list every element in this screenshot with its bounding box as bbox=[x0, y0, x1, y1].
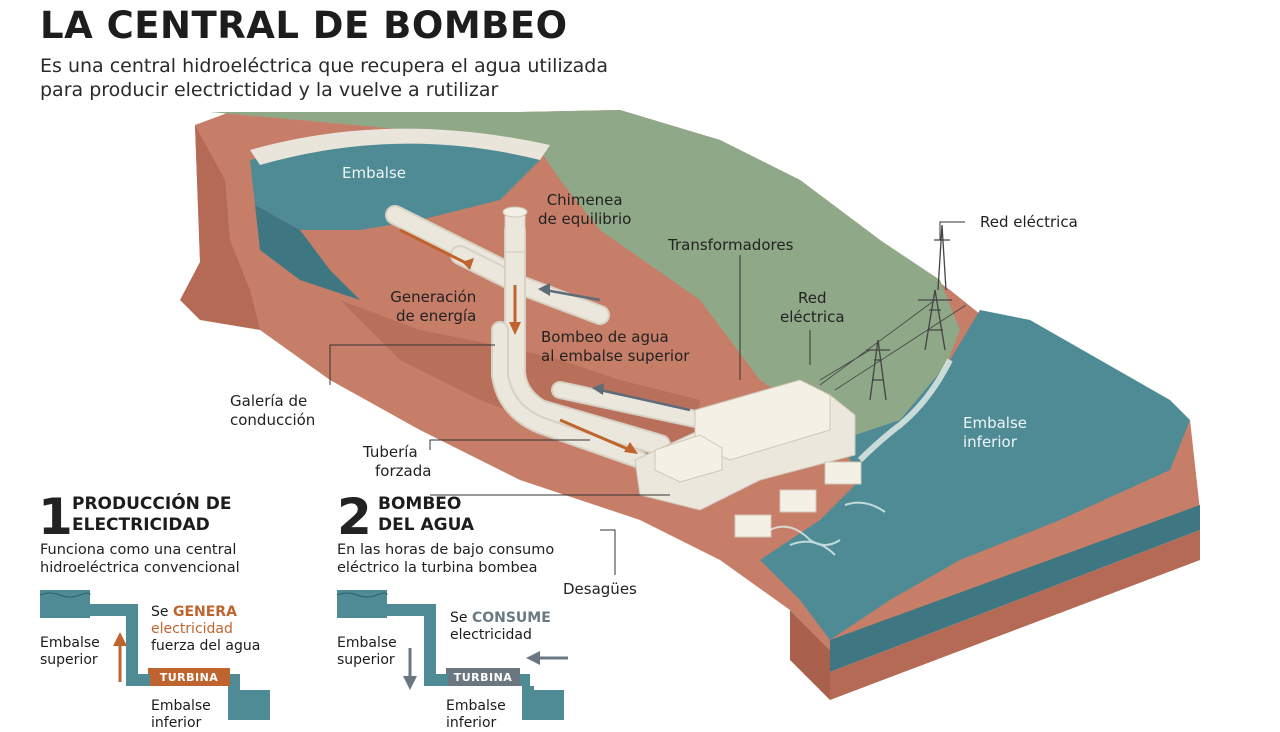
section-2-keyword: CONSUME bbox=[471, 610, 551, 626]
pumping-flow-arrow bbox=[538, 283, 691, 412]
label-tuberia-line-1: Tubería bbox=[363, 443, 418, 461]
section-2-se: Se bbox=[450, 610, 468, 626]
label-red-electrica: Red eléctrica bbox=[780, 289, 845, 327]
subtitle-line-2: para producir electrictidad y la vuelve … bbox=[40, 79, 499, 101]
label-embalse: Embalse bbox=[342, 164, 407, 182]
section-1-description: Funciona como una central hidroeléctrica… bbox=[40, 541, 240, 577]
section-2-title: BOMBEO DEL AGUA bbox=[378, 494, 474, 536]
section-2-lower-line-1: Embalse bbox=[446, 698, 506, 714]
section-1-desc-line-1: Funciona como una central bbox=[40, 542, 237, 558]
penstock-pipes bbox=[385, 205, 709, 469]
label-generacion-line-2: de energía bbox=[396, 307, 477, 325]
section-2-upper-line-2: superior bbox=[337, 652, 395, 668]
label-red-line-2: eléctrica bbox=[780, 308, 845, 326]
section-2-title-line-1: BOMBEO bbox=[378, 494, 462, 514]
section-1-lower-line-2: inferior bbox=[151, 715, 202, 731]
upper-reservoir bbox=[250, 132, 540, 230]
surge-chimney bbox=[502, 206, 528, 253]
label-bombeo-line-1: Bombeo de agua bbox=[541, 328, 669, 346]
section-1-effect-line-2: fuerza del agua bbox=[151, 638, 261, 654]
power-plant-building bbox=[634, 379, 862, 538]
schematic-generation bbox=[39, 590, 270, 720]
label-embalse-inferior-line-1: Embalse bbox=[963, 414, 1028, 432]
label-bombeo: Bombeo de agua al embalse superior bbox=[541, 328, 689, 366]
section-1-desc-line-2: hidroeléctrica convencional bbox=[40, 560, 240, 576]
section-2-upper-label: Embalse superior bbox=[337, 635, 397, 669]
section-1-effect: Se GENERA electricidad fuerza del agua bbox=[151, 604, 260, 655]
transmission-towers bbox=[819, 224, 967, 401]
page-subtitle: Es una central hidroeléctrica que recupe… bbox=[40, 54, 608, 102]
section-1-title: PRODUCCIÓN DE ELECTRICIDAD bbox=[72, 494, 232, 536]
section-2-title-line-2: DEL AGUA bbox=[378, 515, 475, 535]
label-chimenea-line-1: Chimenea bbox=[546, 191, 623, 209]
section-2-turbine-label: TURBINA bbox=[453, 671, 513, 684]
section-1-effect-line-1: electricidad bbox=[151, 621, 233, 637]
label-bombeo-line-2: al embalse superior bbox=[541, 347, 690, 365]
section-2-lower-label: Embalse inferior bbox=[446, 698, 506, 732]
label-desagues: Desagües bbox=[563, 580, 637, 598]
label-embalse-inferior-line-2: inferior bbox=[963, 433, 1017, 451]
section-1-lower-label: Embalse inferior bbox=[151, 698, 211, 732]
label-generacion: Generación de energía bbox=[388, 288, 476, 326]
section-2-description: En las horas de bajo consumo eléctrico l… bbox=[337, 541, 554, 577]
label-galeria-line-1: Galería de bbox=[230, 392, 308, 410]
section-1-title-line-2: ELECTRICIDAD bbox=[72, 515, 210, 535]
section-1-turbine-label: TURBINA bbox=[159, 671, 219, 684]
section-1-keyword: GENERA bbox=[172, 604, 237, 620]
label-transformadores: Transformadores bbox=[668, 236, 794, 254]
label-chimenea: Chimenea de equilibrio bbox=[538, 191, 631, 229]
section-2-number: 2 bbox=[337, 488, 372, 546]
section-1-upper-label: Embalse superior bbox=[40, 635, 100, 669]
label-galeria-line-2: conducción bbox=[230, 411, 316, 429]
section-2-effect: Se CONSUME electricidad bbox=[450, 610, 551, 644]
section-2-desc-line-1: En las horas de bajo consumo bbox=[337, 542, 555, 558]
page-title: LA CENTRAL DE BOMBEO bbox=[40, 4, 568, 47]
section-1-title-line-1: PRODUCCIÓN DE bbox=[72, 494, 232, 514]
subtitle-line-1: Es una central hidroeléctrica que recupe… bbox=[40, 55, 609, 77]
lower-reservoir bbox=[760, 310, 1190, 640]
green-hillside bbox=[210, 110, 960, 450]
schematic-pumping bbox=[336, 590, 568, 720]
section-2-upper-line-1: Embalse bbox=[337, 635, 397, 651]
section-1-upper-line-2: superior bbox=[40, 652, 98, 668]
label-tuberia-line-2: forzada bbox=[375, 462, 432, 480]
label-generacion-line-1: Generación bbox=[390, 288, 477, 306]
section-1-upper-line-1: Embalse bbox=[40, 635, 100, 651]
label-embalse-inferior: Embalse inferior bbox=[963, 414, 1027, 452]
label-chimenea-line-2: de equilibrio bbox=[538, 210, 632, 228]
section-2-effect-line-1: electricidad bbox=[450, 627, 532, 643]
generation-flow-arrow bbox=[399, 228, 638, 454]
label-tuberia: Tubería forzada bbox=[363, 443, 431, 481]
water-ripples bbox=[769, 501, 886, 556]
section-2-desc-line-2: eléctrico la turbina bombea bbox=[337, 560, 538, 576]
leader-lines bbox=[329, 221, 965, 575]
section-2-lower-line-2: inferior bbox=[446, 715, 497, 731]
label-red-line-1: Red bbox=[798, 289, 827, 307]
section-1-number: 1 bbox=[38, 488, 73, 546]
section-1-se: Se bbox=[151, 604, 169, 620]
label-galeria: Galería de conducción bbox=[230, 392, 315, 430]
label-red-electrica-top: Red eléctrica bbox=[980, 213, 1078, 231]
section-1-lower-line-1: Embalse bbox=[151, 698, 211, 714]
